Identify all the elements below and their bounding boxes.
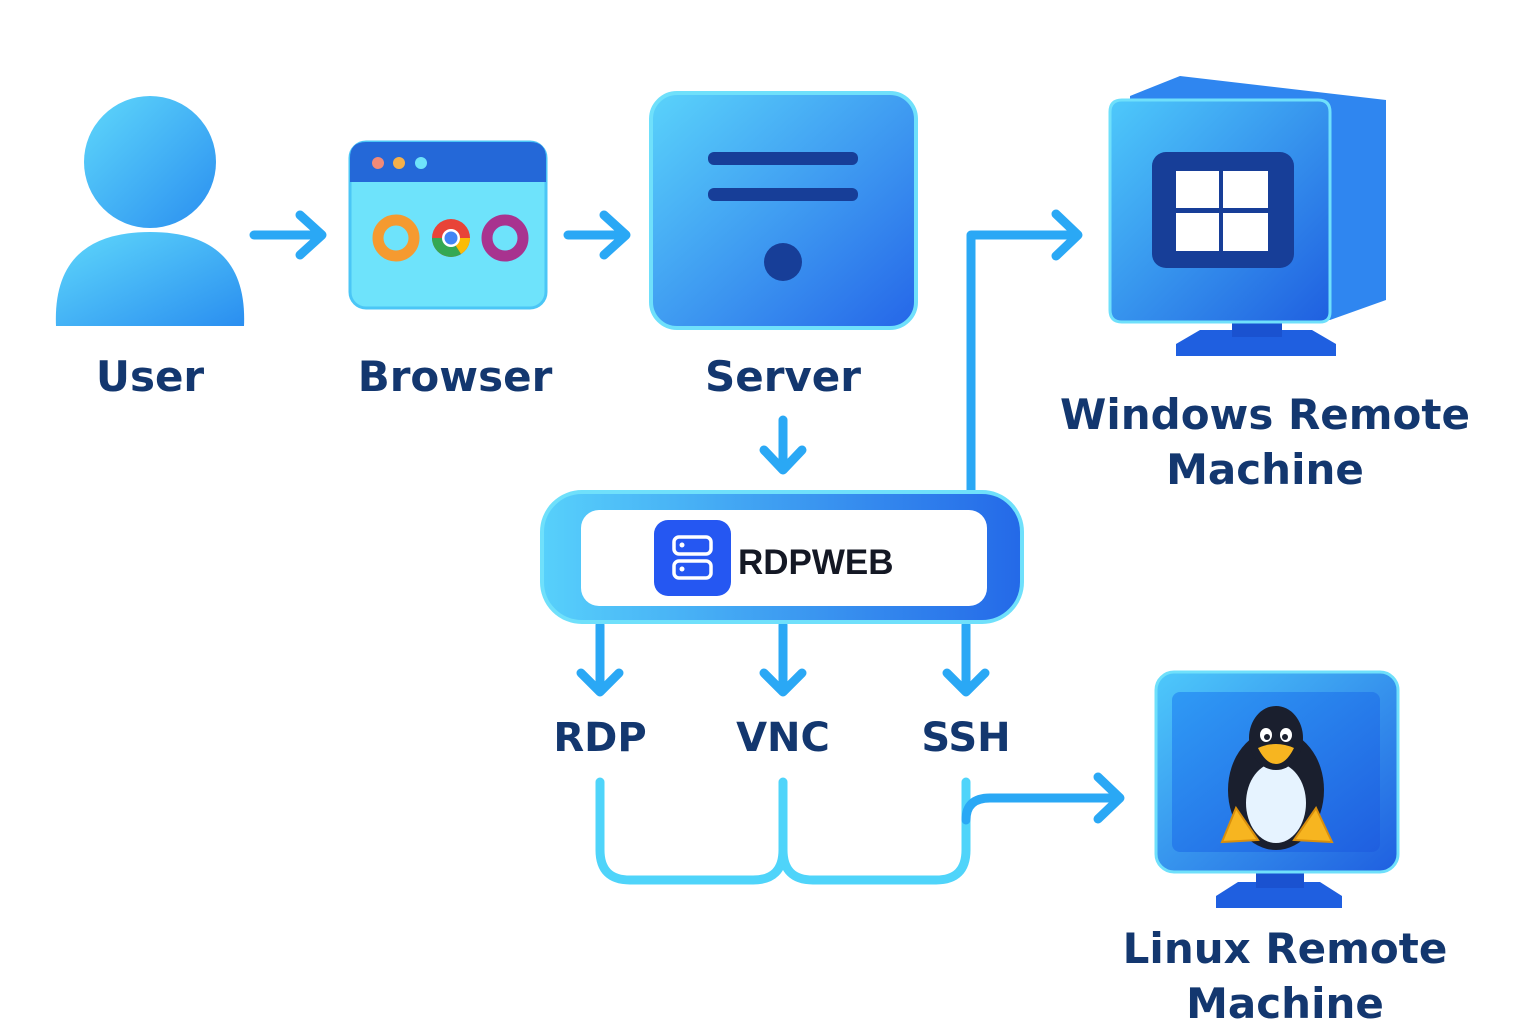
linux-remote-machine-label: Linux Remote Machine xyxy=(1090,922,1480,1031)
arrow-server-rdpweb xyxy=(759,415,807,475)
windows-label-line2: Machine xyxy=(1166,444,1364,494)
tux-penguin xyxy=(1220,706,1334,850)
arrow-rdpweb-ssh xyxy=(942,620,990,697)
protocol-rdp-label: RDP xyxy=(553,715,647,761)
server-label: Server xyxy=(704,352,862,401)
linux-monitor-icon xyxy=(1154,670,1400,908)
connectors xyxy=(249,209,1125,885)
arrow-rdpweb-vnc xyxy=(759,620,807,697)
user-icon xyxy=(55,96,245,326)
windows-monitor-icon xyxy=(1108,76,1386,356)
arrow-browser-server xyxy=(563,210,631,260)
arrow-user-browser xyxy=(249,210,327,260)
protocol-ssh-label: SSH xyxy=(921,715,1011,761)
user-label: User xyxy=(95,352,205,401)
server-icon xyxy=(649,91,918,330)
browser-label: Browser xyxy=(357,352,553,401)
linux-label-line2: Machine xyxy=(1186,978,1384,1028)
linux-label-line1: Linux Remote xyxy=(1122,924,1448,973)
connector-rdpweb-windows xyxy=(966,209,1083,500)
windows-label-line1: Windows Remote xyxy=(1060,390,1470,439)
rdpweb-label: RDPWEB xyxy=(738,543,894,582)
arrow-rdpweb-rdp xyxy=(576,620,624,697)
rdpweb-logo-icon xyxy=(654,520,731,596)
protocol-vnc-label: VNC xyxy=(736,715,830,761)
browser-window-icon xyxy=(348,140,548,310)
connector-protocols-linux xyxy=(595,772,1125,885)
rdpweb-bar: RDPWEB xyxy=(540,490,1024,624)
windows-remote-machine-label: Windows Remote Machine xyxy=(1050,388,1480,497)
